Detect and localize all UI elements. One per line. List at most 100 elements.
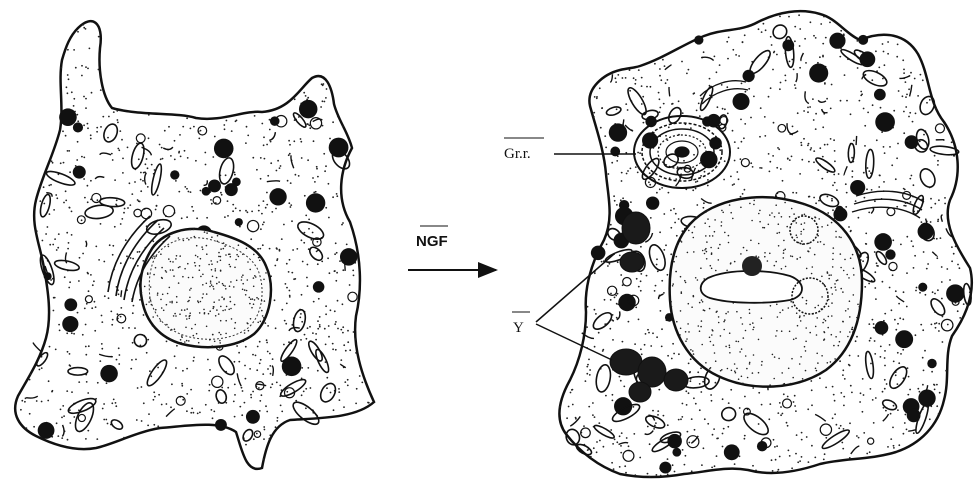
granule-dot [615, 81, 617, 83]
granule-dot [868, 212, 870, 214]
granule-dot [168, 126, 170, 128]
granule-dot [732, 49, 734, 51]
granule-dot [45, 233, 47, 235]
granule-dot [694, 429, 696, 431]
granule-dot [894, 319, 896, 321]
granule-dot [587, 364, 589, 366]
granule-dot [164, 130, 166, 132]
granule-dot [178, 282, 180, 284]
granule-dot [309, 326, 311, 328]
granule-dot [202, 293, 204, 295]
granule-dot [784, 249, 786, 251]
granule-dot [199, 269, 201, 271]
granule-dot [789, 331, 791, 333]
granule-dot [175, 367, 177, 369]
granule-dot [857, 355, 859, 357]
granule-dot [612, 443, 614, 445]
granule-dot [800, 142, 802, 144]
granule-dot [69, 353, 71, 355]
granule-dot [614, 439, 616, 441]
granule-dot [627, 109, 629, 111]
granule-dot [301, 239, 303, 241]
granule-dot [807, 408, 809, 410]
granule-dot [226, 120, 228, 122]
granule-dot [789, 455, 791, 457]
granule-dot [745, 355, 747, 357]
granule-dot [325, 313, 327, 315]
granule-dot [54, 238, 56, 240]
granule-dot [729, 345, 731, 347]
granule-dot [267, 351, 269, 353]
granule-dot [774, 446, 776, 448]
granule-dot [824, 453, 826, 455]
granule-dot [710, 394, 712, 396]
granule-dot [917, 388, 919, 390]
granule-dot [327, 257, 329, 259]
granule-dot [866, 188, 868, 190]
granule-dot [342, 126, 344, 128]
granule-dot [706, 241, 708, 243]
granule-dot [853, 274, 855, 276]
granule-dot [236, 280, 238, 282]
granule-dot [77, 31, 79, 33]
granule-dot [883, 146, 885, 148]
granule-dot [42, 240, 44, 242]
granule-dot [843, 405, 845, 407]
granule-dot [62, 130, 64, 132]
granule-dot [752, 166, 754, 168]
granule-dot [695, 181, 697, 183]
granule-dot [698, 103, 700, 105]
granule-dot [263, 438, 265, 440]
granule-dot [596, 451, 598, 453]
granule-dot [293, 140, 295, 142]
granule-dot [832, 386, 834, 388]
granule-dot [166, 271, 168, 273]
granule-dot [934, 203, 936, 205]
granule-dot [927, 263, 929, 265]
granule-dot [174, 140, 176, 142]
granule-dot [830, 274, 832, 276]
granule-dot [261, 213, 263, 215]
granule-dot [232, 210, 234, 212]
granule-dot [269, 129, 271, 131]
granule-dot [263, 221, 265, 223]
granule-dot [795, 410, 797, 412]
granule-dot [313, 301, 315, 303]
granule-dot [720, 370, 722, 372]
granule-dot [96, 131, 98, 133]
granule-dot [749, 312, 751, 314]
granule-dot [801, 456, 803, 458]
granule-dot [132, 342, 134, 344]
granule-dot [622, 77, 624, 79]
granule-dot [101, 343, 103, 345]
granule-dot [774, 265, 776, 267]
granule-dot [254, 299, 256, 301]
granule-dot [648, 181, 650, 183]
granule-dot [909, 389, 911, 391]
granule-dot [306, 277, 308, 279]
granule-dot [100, 89, 102, 91]
granule-dot [336, 272, 338, 274]
granule-dot [938, 413, 940, 415]
granule-dot [122, 158, 124, 160]
granule-dot [157, 195, 159, 197]
granule-dot [727, 426, 729, 428]
granule-dot [812, 98, 814, 100]
granule-dot [304, 334, 306, 336]
granule-dot [130, 368, 132, 370]
granule-dot [700, 391, 702, 393]
granule-dot [170, 155, 172, 157]
granule-dot [900, 353, 902, 355]
granule-dot [667, 474, 669, 476]
granule-dot [813, 197, 815, 199]
granule-dot [210, 282, 212, 284]
granule-dot [619, 376, 621, 378]
dense-granule [73, 122, 83, 132]
granule-dot [693, 154, 695, 156]
granule-dot [276, 170, 278, 172]
granule-dot [43, 203, 45, 205]
dense-granule [591, 246, 606, 261]
granule-dot [235, 207, 237, 209]
granule-dot [875, 50, 877, 52]
granule-dot [729, 332, 731, 334]
